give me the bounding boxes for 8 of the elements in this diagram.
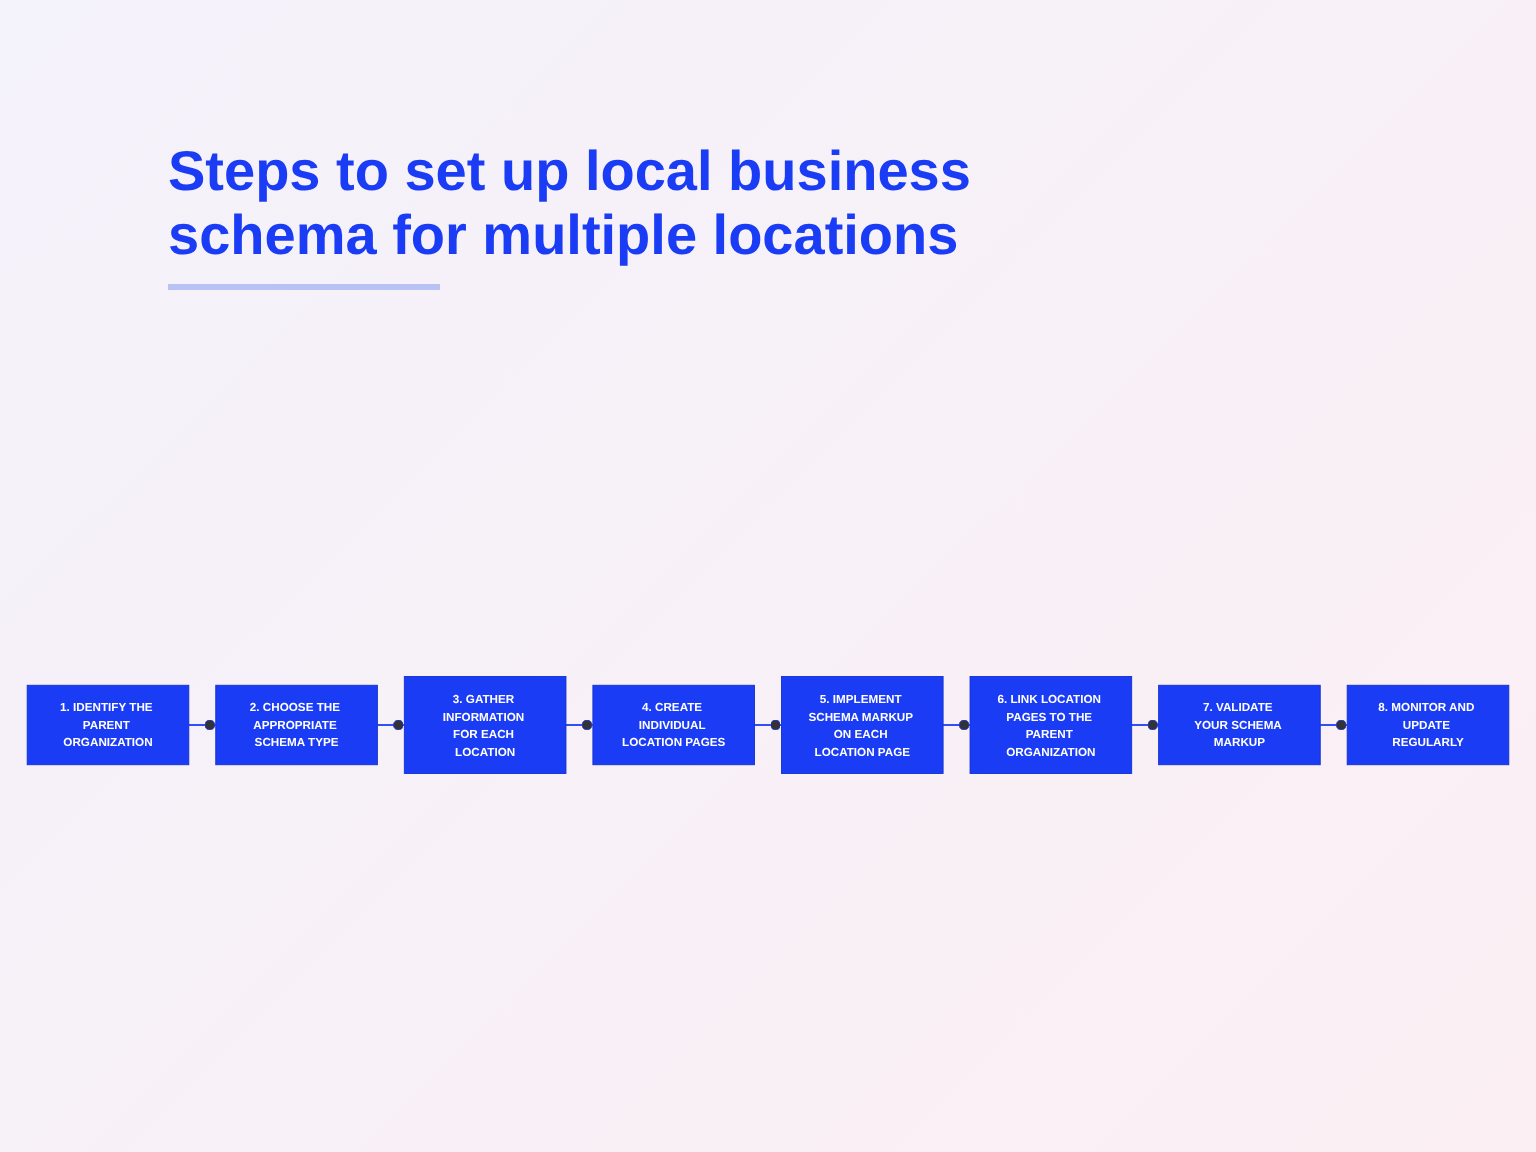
connector [1130,719,1160,731]
connector [187,719,217,731]
connector [942,719,971,731]
connector [1319,719,1349,731]
connector [753,719,783,731]
connector [565,719,594,731]
connector [376,719,406,731]
title: Steps to set up local business schema for multiple locations [168,140,973,269]
